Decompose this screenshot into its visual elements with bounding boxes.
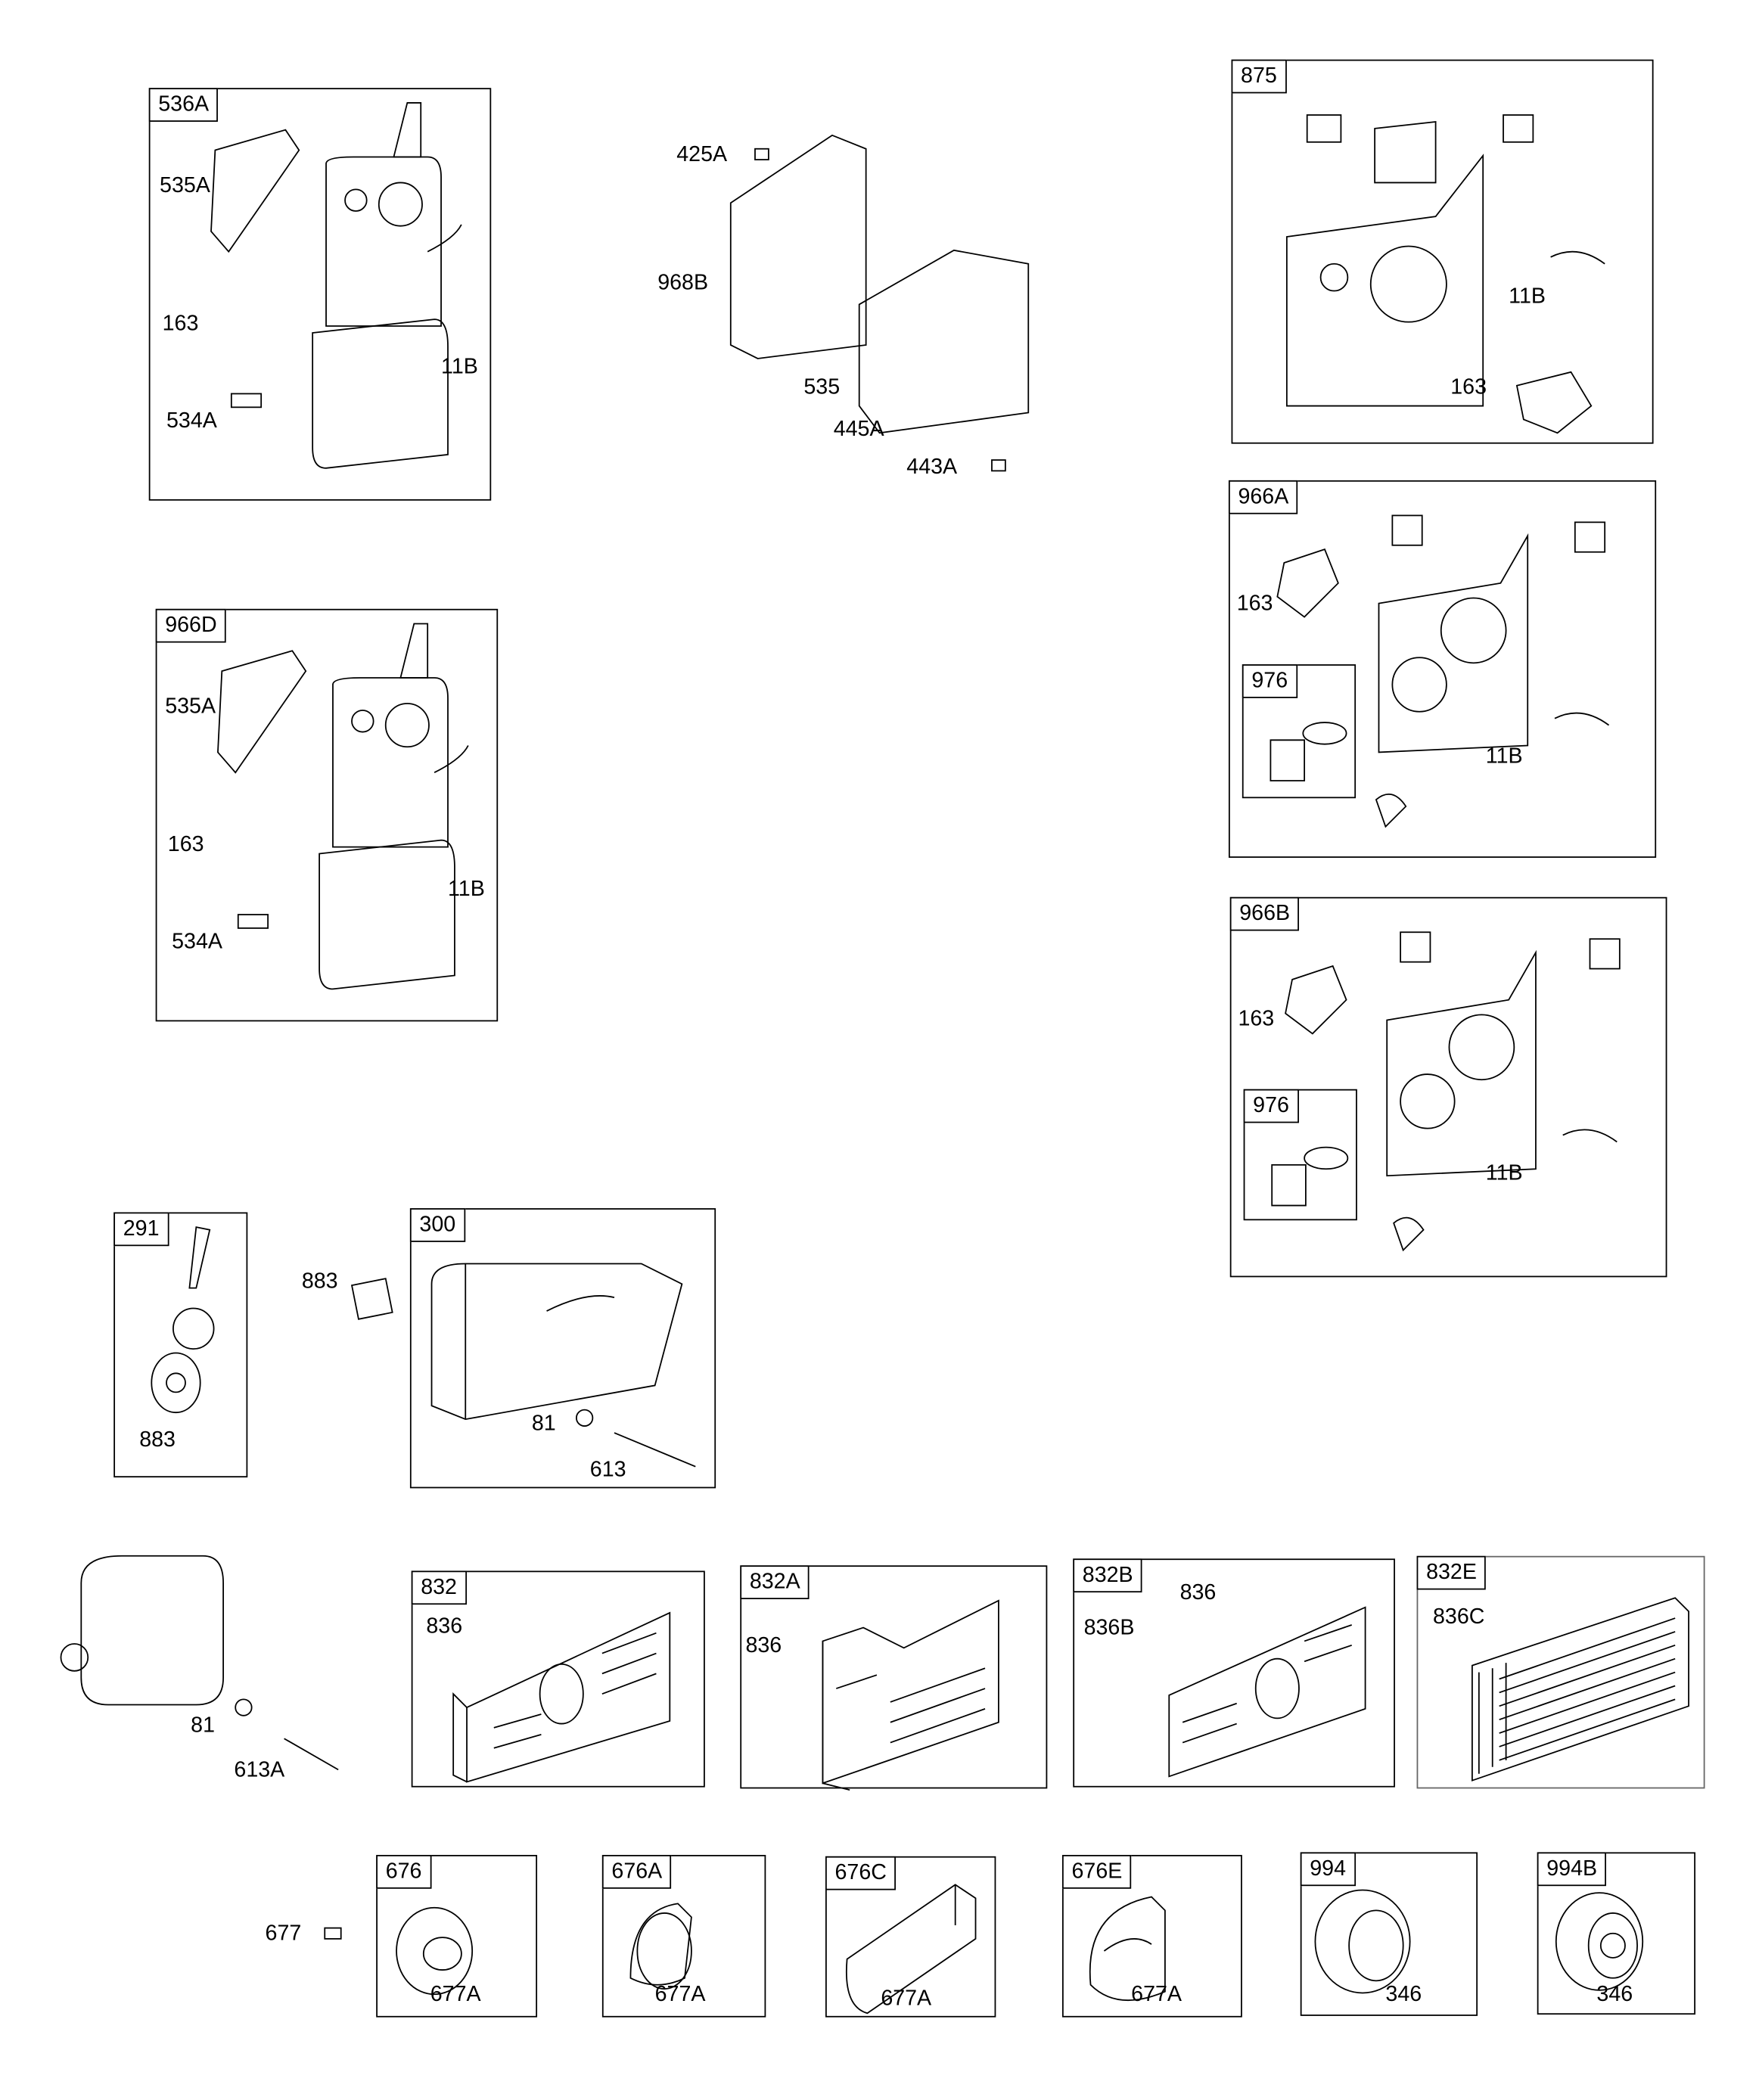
parts-group-676a: 676A — [601, 1855, 766, 2018]
callout-label: 11B — [1485, 745, 1523, 769]
part-illustration — [1555, 1892, 1644, 1991]
parts-group-994b: 994B — [1537, 1852, 1695, 2015]
callout-label: 968B — [657, 272, 709, 295]
group-ref-label: 966A — [1228, 480, 1298, 514]
parts-group-966a: 966A — [1228, 480, 1657, 858]
callout-label: 883 — [139, 1428, 176, 1452]
callout-label: 425A — [676, 143, 728, 166]
part-illustration — [217, 623, 469, 990]
parts-group-832: 832 — [411, 1570, 705, 1788]
callout-label: 883 — [301, 1270, 338, 1294]
parts-group-832a: 832A — [740, 1565, 1048, 1791]
group-ref-label: 832E — [1416, 1555, 1487, 1590]
callout-label: 11B — [447, 878, 485, 902]
part-illustration — [1276, 514, 1610, 828]
parts-group-300: 300 — [409, 1208, 716, 1489]
parts-group-976: 976 — [1242, 664, 1357, 799]
callout-label: 836 — [745, 1634, 782, 1657]
parts-group-676e: 676E — [1061, 1855, 1242, 2018]
group-ref-label: 832A — [740, 1565, 810, 1600]
callout-label: 346 — [1385, 1983, 1422, 2007]
callout-label: 443A — [906, 455, 958, 480]
part-illustration — [1314, 1889, 1411, 1994]
callout-label: 346 — [1596, 1983, 1633, 2007]
callout-label: 534A — [166, 409, 217, 433]
part-illustration — [1270, 722, 1347, 781]
group-ref-label: 676A — [601, 1855, 672, 1889]
callout-label: 163 — [162, 312, 199, 336]
part-illustration — [1271, 1146, 1349, 1207]
group-ref-label: 676C — [825, 1856, 897, 1890]
callout-label: 613 — [589, 1459, 626, 1482]
callout-label: 163 — [167, 833, 204, 857]
group-ref-label: 832B — [1073, 1558, 1143, 1593]
callout-label: 836B — [1083, 1617, 1135, 1640]
parts-group-966b: 966B — [1229, 896, 1667, 1278]
parts-group-976: 976 — [1243, 1089, 1357, 1221]
parts-group-832e: 832E — [1416, 1555, 1705, 1789]
callout-label: 11B — [1509, 285, 1546, 309]
part-illustration — [210, 102, 462, 469]
parts-group-536a: 536A — [148, 88, 492, 501]
callout-label: 81 — [191, 1714, 216, 1738]
group-ref-label: 300 — [409, 1208, 465, 1242]
group-ref-label: 976 — [1243, 1089, 1299, 1123]
parts-group-966d: 966D — [155, 608, 499, 1022]
part-illustration — [396, 1906, 474, 1996]
callout-label: 677 — [265, 1922, 302, 1946]
callout-label: 11B — [441, 356, 478, 379]
callout-label: 677A — [881, 1987, 932, 2011]
part-illustration — [430, 1263, 696, 1468]
callout-label: 534A — [172, 930, 222, 954]
part-illustration — [1168, 1606, 1366, 1778]
part-illustration — [1285, 931, 1621, 1252]
parts-group-994: 994 — [1300, 1852, 1478, 2016]
parts-group-832b: 832B — [1073, 1558, 1395, 1788]
group-ref-label: 676E — [1061, 1855, 1132, 1889]
callout-label: 163 — [1450, 376, 1487, 399]
callout-label: 535A — [160, 174, 210, 198]
part-illustration — [629, 1903, 692, 1990]
part-illustration — [452, 1611, 671, 1783]
callout-label: 81 — [531, 1412, 556, 1436]
callout-label: 613A — [234, 1759, 285, 1782]
callout-label: 535 — [803, 376, 841, 399]
group-ref-label: 676 — [376, 1855, 432, 1889]
callout-label: 836C — [1433, 1605, 1485, 1629]
part-illustration — [822, 1599, 999, 1791]
callout-label: 535A — [165, 695, 216, 719]
part-illustration — [1089, 1896, 1166, 2002]
group-ref-label: 875 — [1231, 59, 1287, 94]
group-ref-label: 966D — [155, 608, 227, 643]
group-ref-label: 832 — [411, 1570, 467, 1605]
group-ref-label: 536A — [148, 88, 219, 122]
parts-group-676: 676 — [376, 1855, 538, 2018]
part-illustration — [1471, 1597, 1689, 1782]
callout-label: 677A — [654, 1983, 706, 2007]
group-ref-label: 994 — [1300, 1852, 1356, 1887]
group-ref-label: 976 — [1242, 664, 1297, 698]
callout-label: 836 — [426, 1615, 463, 1639]
part-illustration — [151, 1226, 215, 1414]
callout-label: 11B — [1485, 1162, 1523, 1185]
group-ref-label: 291 — [113, 1212, 169, 1247]
callout-label: 445A — [833, 418, 884, 442]
part-illustration — [1285, 114, 1605, 434]
parts-group-291: 291 — [113, 1212, 248, 1478]
callout-label: 836 — [1179, 1581, 1217, 1605]
part-illustration — [846, 1884, 977, 2015]
group-ref-label: 994B — [1537, 1852, 1607, 1887]
callout-label: 677A — [1131, 1983, 1183, 2007]
parts-group-875: 875 — [1231, 59, 1654, 444]
callout-label: 163 — [1236, 592, 1273, 616]
callout-label: 677A — [430, 1983, 481, 2007]
parts-group-676c: 676C — [825, 1856, 996, 2018]
group-ref-label: 966B — [1229, 896, 1300, 931]
callout-label: 163 — [1238, 1008, 1275, 1031]
